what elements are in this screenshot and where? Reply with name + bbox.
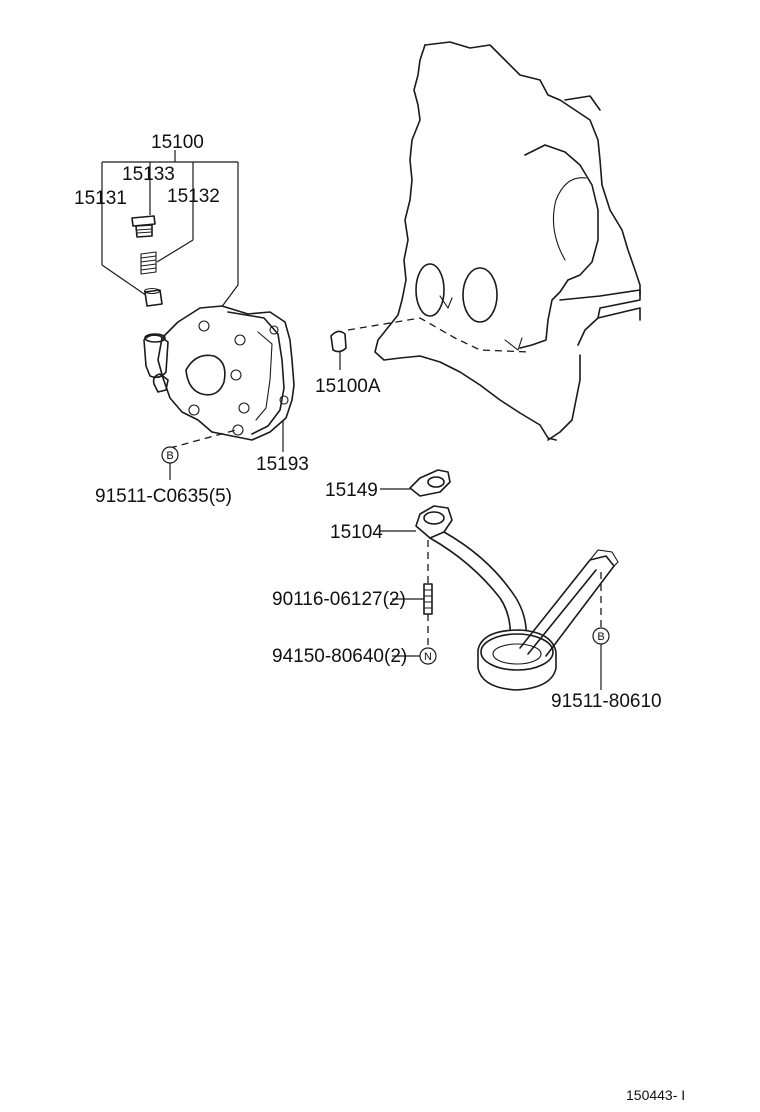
bolt-symbol-letter: B [597,631,604,643]
stud-part [392,540,433,648]
bolt-symbol-2: B [592,572,610,690]
nut-symbol-letter: N [424,651,432,663]
label-15193: 15193 [256,454,309,475]
label-15132: 15132 [167,186,220,207]
bolt-symbol-letter: B [166,450,173,462]
bolt-symbol-1: B [161,429,237,480]
oil-pump-housing [143,305,295,441]
relief-valve-part [143,287,163,307]
label-15104: 15104 [330,522,383,543]
label-15100: 15100 [151,132,204,153]
plug-15100a [330,330,347,370]
label-91511-80610: 91511-80610 [551,691,662,712]
label-90116-06127: 90116-06127(2) [272,589,406,610]
figure-id: 150443- I [626,1087,685,1103]
oil-strainer-part [380,505,619,691]
relief-plug-part [131,215,156,238]
engine-block-outline [347,41,641,441]
label-94150-80640: 94150-80640(2) [272,646,407,667]
nut-symbol: N [392,647,437,665]
strainer-gasket-part [380,469,451,497]
label-91511-c0635: 91511-C0635(5) [95,486,232,507]
relief-spring-part [140,251,157,275]
label-15149: 15149 [325,480,378,501]
label-15131: 15131 [74,188,127,209]
label-15133: 15133 [122,164,175,185]
pump-bracket-lines [101,150,239,317]
label-15100a: 15100A [315,376,381,397]
